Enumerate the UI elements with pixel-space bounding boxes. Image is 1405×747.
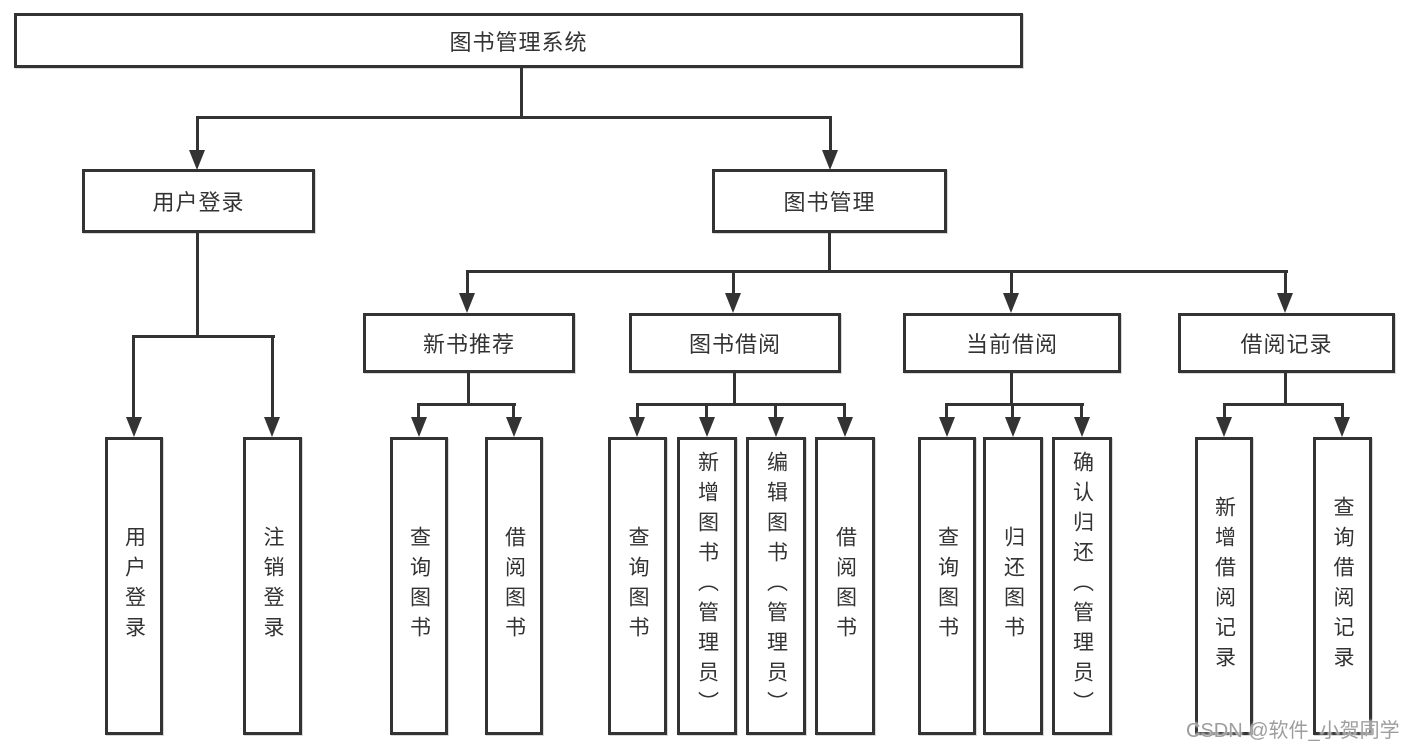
arrow-logout — [264, 417, 280, 437]
connector-borrow-record-split — [1223, 403, 1344, 406]
node-root: 图书管理系统 — [14, 13, 1023, 68]
connector-stem-new-book — [466, 270, 469, 296]
connector-stem-br-add — [1223, 403, 1226, 419]
arrow-cb-query — [939, 417, 955, 437]
arrow-cb-confirm — [1074, 417, 1090, 437]
connector-stem-user-login — [196, 116, 199, 153]
leaf-nb-query-book: 查询图书 — [390, 437, 448, 735]
leaf-br-query-record: 查询借阅记录 — [1313, 437, 1372, 735]
leaf-cb-return-book: 归还图书 — [983, 437, 1043, 735]
connector-stem-bb-query — [636, 403, 639, 419]
connector-stem-bb-borrow — [843, 403, 846, 419]
connector-new-book-stub — [467, 373, 470, 406]
connector-new-book-split — [417, 403, 516, 406]
leaf-cb-confirm-return-admin: 确认归还（管理员） — [1052, 437, 1112, 735]
connector-stem-br-query — [1341, 403, 1344, 419]
arrow-login — [126, 417, 142, 437]
connector-stem-nb-borrow — [512, 403, 515, 419]
arrow-bb-borrow — [837, 417, 853, 437]
leaf-logout: 注销登录 — [243, 437, 302, 735]
leaf-br-add-record: 新增借阅记录 — [1195, 437, 1253, 735]
node-user-login: 用户登录 — [82, 169, 315, 233]
arrow-book-mgmt — [822, 150, 838, 170]
arrow-cb-return — [1005, 417, 1021, 437]
arrow-book-borrow — [725, 293, 741, 313]
connector-root-split — [196, 116, 832, 119]
arrow-br-add — [1216, 417, 1232, 437]
connector-stem-cb-confirm — [1080, 403, 1083, 419]
connector-stem-current-borrow — [1010, 270, 1013, 296]
node-book-mgmt: 图书管理 — [712, 169, 947, 233]
leaf-bb-query-book: 查询图书 — [608, 437, 667, 735]
connector-stem-logout — [271, 335, 274, 419]
connector-root-stub — [520, 66, 523, 118]
connector-stem-bb-edit — [774, 403, 777, 419]
arrow-new-book — [459, 293, 475, 313]
connector-book-mgmt-stub — [828, 233, 831, 273]
connector-stem-book-borrow — [732, 270, 735, 296]
connector-stem-borrow-record — [1284, 270, 1287, 296]
arrow-bb-edit — [768, 417, 784, 437]
connector-current-borrow-split — [945, 403, 1084, 406]
leaf-nb-borrow-book: 借阅图书 — [485, 437, 543, 735]
node-borrow-record: 借阅记录 — [1178, 313, 1395, 373]
node-current-borrow: 当前借阅 — [903, 313, 1121, 373]
watermark: CSDN @软件_小贺同学 — [1186, 720, 1400, 742]
connector-user-login-stub — [196, 233, 199, 338]
connector-book-mgmt-split — [466, 270, 1288, 273]
arrow-nb-borrow — [506, 417, 522, 437]
arrow-current-borrow — [1003, 293, 1019, 313]
connector-stem-cb-return — [1011, 403, 1014, 419]
connector-stem-nb-query — [417, 403, 420, 419]
arrow-nb-query — [411, 417, 427, 437]
connector-stem-bb-add — [705, 403, 708, 419]
node-book-borrow: 图书借阅 — [629, 313, 841, 373]
leaf-bb-add-book-admin: 新增图书（管理员） — [677, 437, 737, 735]
connector-borrow-record-stub — [1284, 373, 1287, 406]
leaf-bb-borrow-book: 借阅图书 — [815, 437, 875, 735]
node-new-book-rec: 新书推荐 — [363, 313, 575, 373]
leaf-user-login: 用户登录 — [105, 437, 163, 735]
connector-current-borrow-stub — [1010, 373, 1013, 406]
arrow-bb-add — [699, 417, 715, 437]
connector-stem-cb-query — [945, 403, 948, 419]
connector-book-borrow-split — [636, 403, 846, 406]
connector-stem-book-mgmt — [829, 116, 832, 153]
leaf-bb-edit-book-admin: 编辑图书（管理员） — [746, 437, 806, 735]
arrow-borrow-record — [1277, 293, 1293, 313]
arrow-user-login — [189, 150, 205, 170]
arrow-br-query — [1334, 417, 1350, 437]
connector-user-login-split — [132, 335, 275, 338]
leaf-cb-query-book: 查询图书 — [918, 437, 976, 735]
connector-stem-login — [132, 335, 135, 419]
connector-book-borrow-stub — [733, 373, 736, 406]
arrow-bb-query — [629, 417, 645, 437]
